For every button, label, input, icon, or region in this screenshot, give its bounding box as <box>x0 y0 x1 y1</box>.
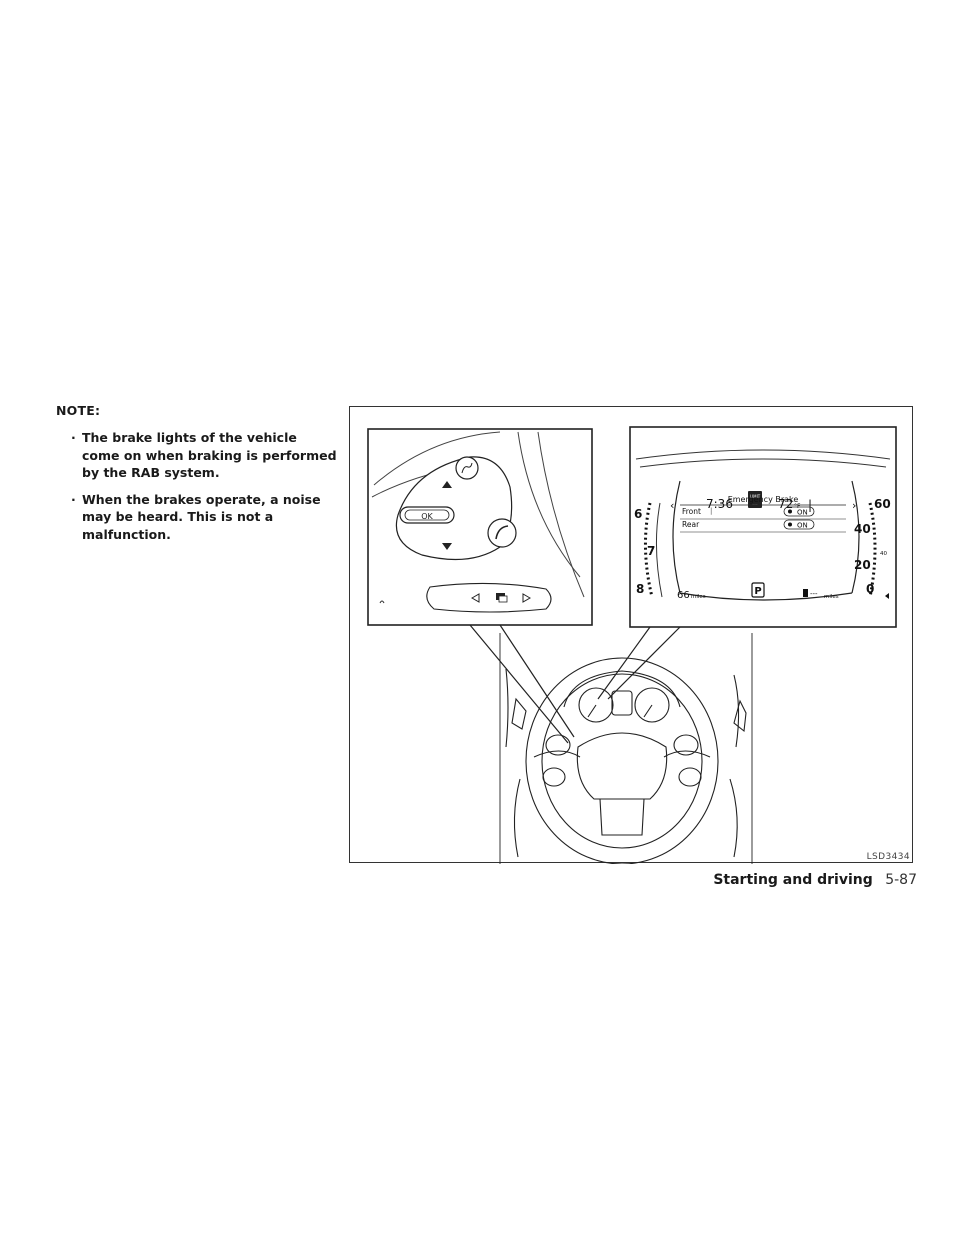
speedometer-label-40: 40 <box>854 522 871 536</box>
ok-button-label: OK <box>421 512 433 521</box>
figure-frame: OK | 7:36 LIMI <box>349 406 913 864</box>
setting-label-rear: Rear <box>682 520 700 529</box>
note-bullet: · When the brakes operate, a noise may b… <box>56 491 338 544</box>
gear-indicator <box>751 582 765 598</box>
bullet-mark: · <box>71 491 76 507</box>
setting-value-front: ON <box>797 509 808 517</box>
gear-indicator-label: P <box>754 586 761 597</box>
gauge-pointer-icon <box>885 593 889 599</box>
setting-toggle-rear <box>783 519 815 530</box>
switch-panel: OK <box>367 428 593 626</box>
range-unit: miles <box>691 594 706 600</box>
speedometer-label-0: 0 <box>866 582 874 596</box>
gauge-mark-40: 40 <box>880 551 887 557</box>
fuel-range-unit: miles <box>824 594 839 600</box>
note-heading: NOTE: <box>56 403 101 418</box>
speed-limit-label: LIMIT <box>750 494 761 499</box>
note-bullet-text: When the brakes operate, a noise may be … <box>82 491 321 542</box>
tachometer-label-8: 8 <box>636 582 644 596</box>
menu-next-icon: › <box>852 499 856 512</box>
note-bullet: · The brake lights of the vehicle come o… <box>56 429 338 482</box>
left-arrow-icon <box>470 593 480 603</box>
setting-value-rear: ON <box>797 522 808 530</box>
temperature-readout: 72 <box>778 497 793 511</box>
setting-toggle-front <box>783 506 815 517</box>
speedometer-label-60: 60 <box>874 497 891 511</box>
fuel-pump-icon <box>803 589 808 597</box>
page-footer: Starting and driving 5-87 <box>713 872 917 888</box>
right-arrow-icon <box>522 593 532 603</box>
setting-label-front: Front <box>682 507 701 516</box>
note-block: NOTE: · The brake lights of the vehicle … <box>56 403 338 552</box>
speed-limit-sign <box>748 491 762 508</box>
down-arrow-icon <box>442 543 452 550</box>
ok-button <box>399 506 455 524</box>
note-bullet-text: The brake lights of the vehicle come on … <box>82 430 337 480</box>
section-title: Starting and driving <box>713 872 873 888</box>
menu-prev-icon: ‹ <box>670 499 674 512</box>
temperature-unit: °F <box>794 503 801 510</box>
range-readout: 66 <box>677 590 690 601</box>
bullet-mark: · <box>71 430 76 445</box>
clock-readout: 7:36 <box>706 497 733 511</box>
callout-lines <box>469 624 681 744</box>
menu-title: Emergency Brake <box>728 495 799 504</box>
figure-id: LSD3434 <box>867 852 910 862</box>
steering-wheel-illustration <box>499 633 753 864</box>
tachometer-label-7: 7 <box>647 544 655 558</box>
display-panel: | 7:36 LIMIT --- 72 °F | ‹ › Emergency B… <box>629 426 897 628</box>
phone-icon <box>487 518 517 548</box>
figure-illustration: OK | 7:36 LIMI <box>367 426 910 864</box>
display-bar-left: | <box>710 507 712 515</box>
page-number: 5-87 <box>885 872 917 888</box>
fuel-range-readout: --- <box>810 590 818 598</box>
speedometer-label-20: 20 <box>854 558 871 572</box>
up-arrow-icon <box>442 481 452 488</box>
tachometer-label-6: 6 <box>634 507 642 521</box>
voice-recognition-icon <box>455 456 479 480</box>
